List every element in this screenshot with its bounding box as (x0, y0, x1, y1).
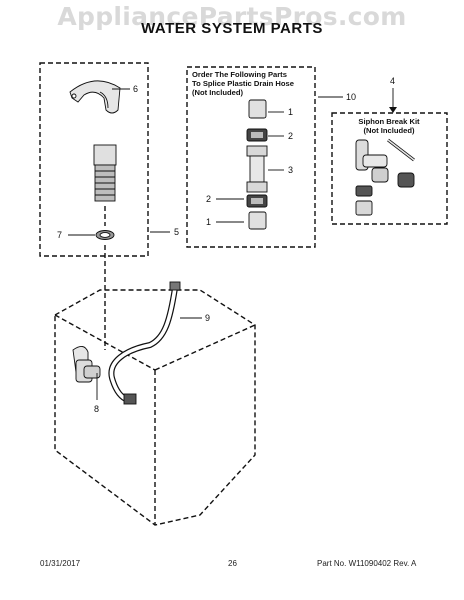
callout-10: 10 (346, 92, 356, 102)
washer-cabinet (54, 289, 256, 526)
callout-6: 6 (133, 84, 138, 94)
callout-2-bottom: 2 (206, 194, 211, 204)
footer-page: 26 (228, 559, 237, 568)
splice-parts-box (186, 66, 316, 248)
callout-5: 5 (174, 227, 179, 237)
callout-1-bottom: 1 (206, 217, 211, 227)
drain-hose-part (108, 281, 181, 405)
callout-7: 7 (57, 230, 62, 240)
watermark: AppliancePartsPros.com (57, 2, 407, 31)
siphon-adapter-part (72, 346, 101, 383)
footer-date: 01/31/2017 (40, 559, 81, 568)
hose-clamp-part (95, 230, 115, 240)
siphon-kit-box (331, 112, 448, 225)
callout-3: 3 (288, 165, 293, 175)
footer-part-number: Part No. W11090402 Rev. A (317, 559, 417, 568)
callout-2-top: 2 (288, 131, 293, 141)
page-title: WATER SYSTEM PARTS (141, 20, 323, 37)
splice-box-line1: Order The Following Parts (192, 70, 287, 79)
callout-4: 4 (390, 76, 395, 86)
drain-hose-segment (93, 144, 117, 202)
siphon-box-line1: Siphon Break Kit (358, 117, 420, 126)
callout-1-top: 1 (288, 107, 293, 117)
siphon-box-line2: (Not Included) (363, 126, 415, 135)
drain-hose-box (39, 62, 149, 257)
splice-box-line2: To Splice Plastic Drain Hose (192, 79, 294, 88)
leader-lines (68, 88, 397, 400)
splice-parts (246, 99, 268, 230)
callout-9: 9 (205, 313, 210, 323)
splice-box-line3: (Not Included) (192, 88, 244, 97)
hose-clip-part (69, 80, 121, 114)
siphon-kit-parts (355, 138, 415, 216)
callout-8: 8 (94, 404, 99, 414)
